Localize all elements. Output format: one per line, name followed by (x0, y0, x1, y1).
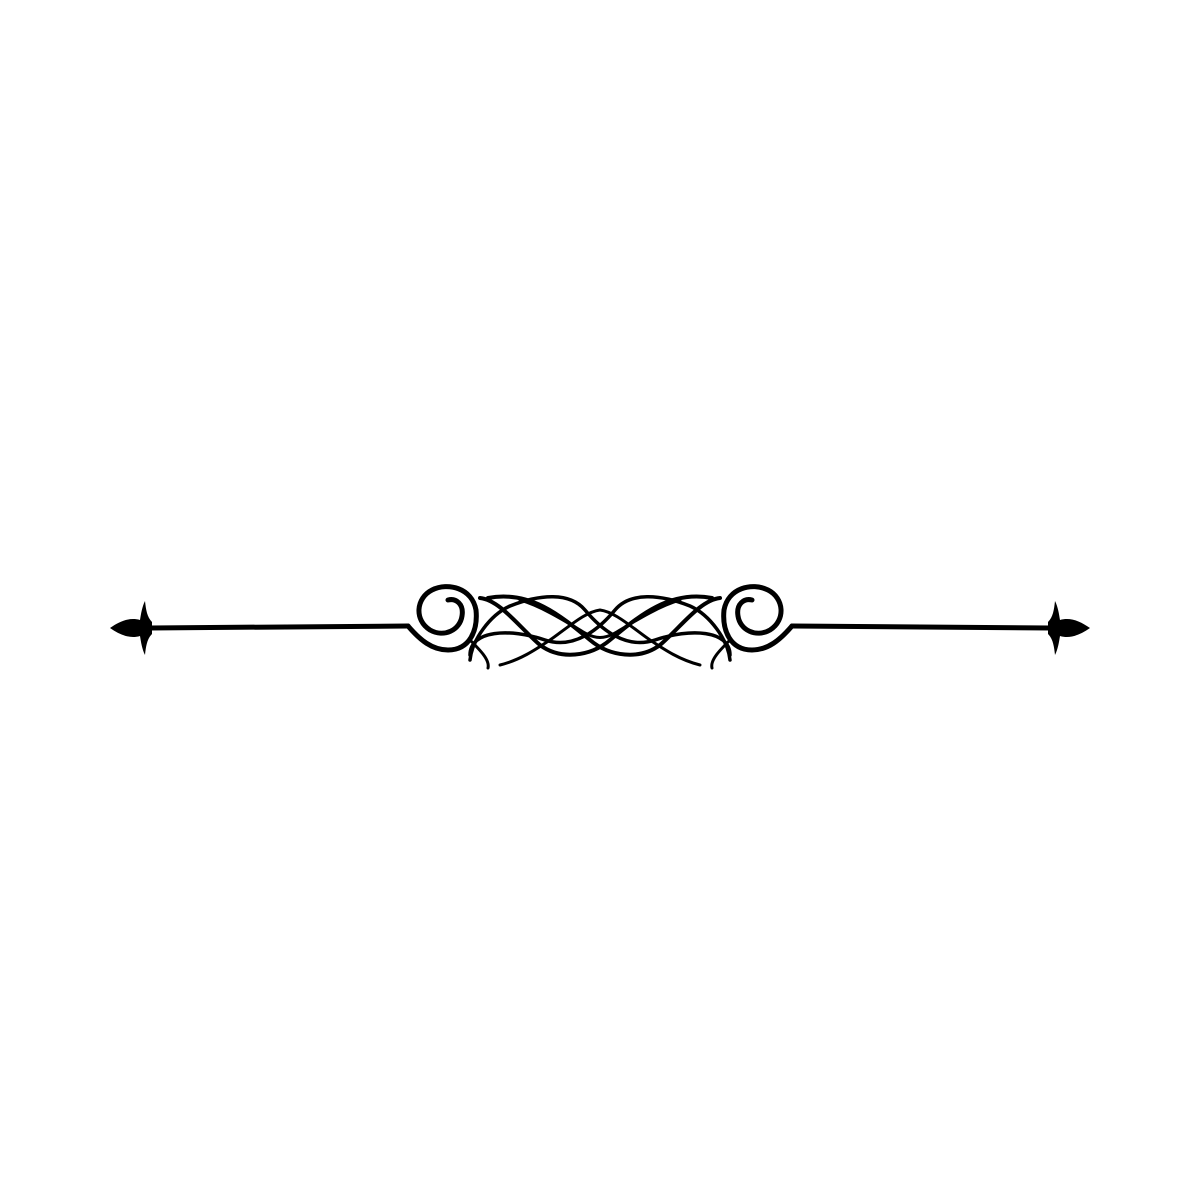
right-scroll (721, 584, 795, 653)
right-finial (1048, 601, 1090, 655)
right-bar (789, 623, 1053, 631)
center-small-curl-right (710, 638, 732, 670)
center-weave-3 (468, 595, 732, 662)
center-weave-1 (486, 594, 722, 657)
center-weave-5 (498, 608, 702, 667)
left-scroll (405, 584, 479, 653)
center-weave-2 (478, 594, 714, 657)
left-bar (147, 623, 411, 631)
center-weave-4 (468, 595, 732, 662)
center-small-curl-left (468, 638, 490, 670)
left-finial (110, 601, 152, 655)
center-weave-6 (518, 598, 682, 639)
